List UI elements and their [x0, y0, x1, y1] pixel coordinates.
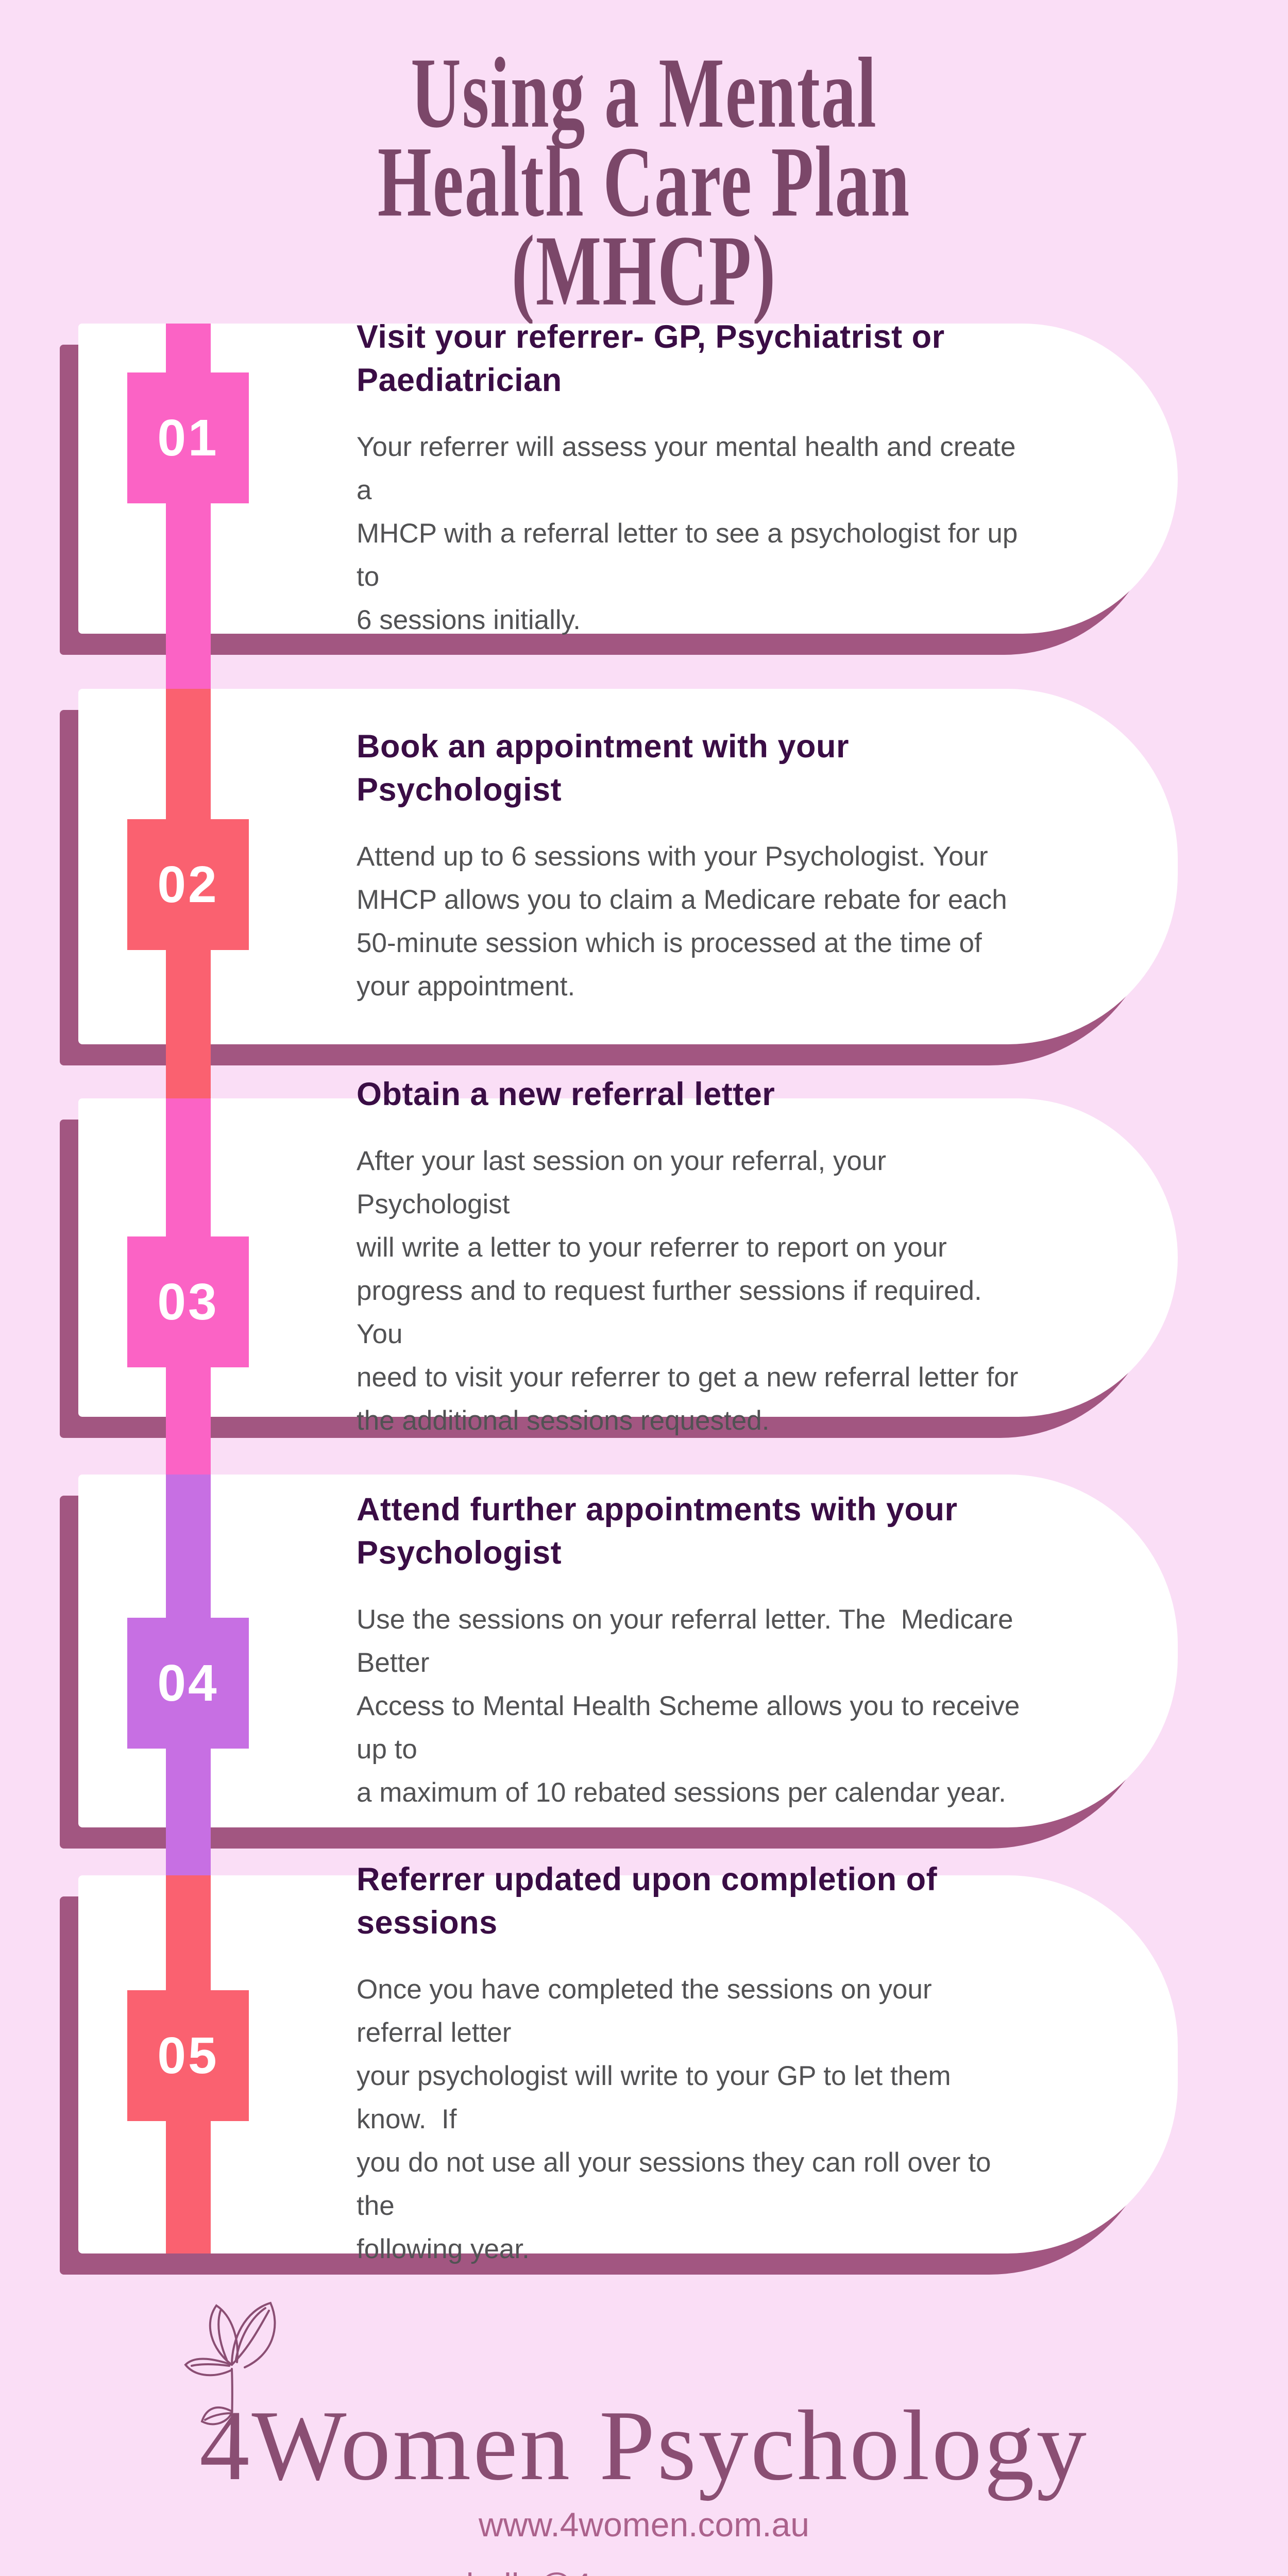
step-number-badge: 01	[127, 372, 249, 503]
step-body-text: After your last session on your referral…	[357, 1146, 1019, 1436]
email-text: hello@4women.com.au	[0, 2566, 1288, 2576]
step-number-badge: 02	[127, 819, 249, 950]
step-heading: Referrer updated upon completion of sess…	[357, 1861, 938, 1941]
page-title: Using a Mental Health Care Plan (MHCP)	[377, 38, 911, 327]
step-card-4: Attend further appointments with your Ps…	[78, 1475, 1178, 1827]
step-number-badge: 03	[127, 1236, 249, 1367]
website-text: www.4women.com.au	[479, 2505, 809, 2544]
step-card-5: Referrer updated upon completion of sess…	[78, 1861, 1178, 2264]
step-number-badge: 05	[127, 1990, 249, 2121]
step-heading: Obtain a new referral letter	[357, 1076, 775, 1112]
step-heading: Visit your referrer- GP, Psychiatrist or…	[357, 319, 945, 398]
step-body-text: Your referrer will assess your mental he…	[357, 432, 1018, 635]
step-card-1: Visit your referrer- GP, Psychiatrist or…	[78, 319, 1178, 635]
brand-wordmark: 4Women Psychology	[199, 2390, 1089, 2501]
step-body-text: Once you have completed the sessions on …	[357, 1974, 991, 2264]
step-heading: Book an appointment with your Psychologi…	[357, 728, 849, 808]
step-heading: Attend further appointments with your Ps…	[357, 1491, 958, 1571]
step-body-text: Attend up to 6 sessions with your Psycho…	[357, 841, 1007, 1002]
step-card-3: Obtain a new referral letter After your …	[78, 1076, 1178, 1436]
step-body-text: Use the sessions on your referral letter…	[357, 1604, 1020, 1808]
step-card-2: Book an appointment with your Psychologi…	[78, 689, 1178, 1044]
poppy-flower-icon	[184, 2301, 276, 2461]
step-number-badge: 04	[127, 1618, 249, 1749]
